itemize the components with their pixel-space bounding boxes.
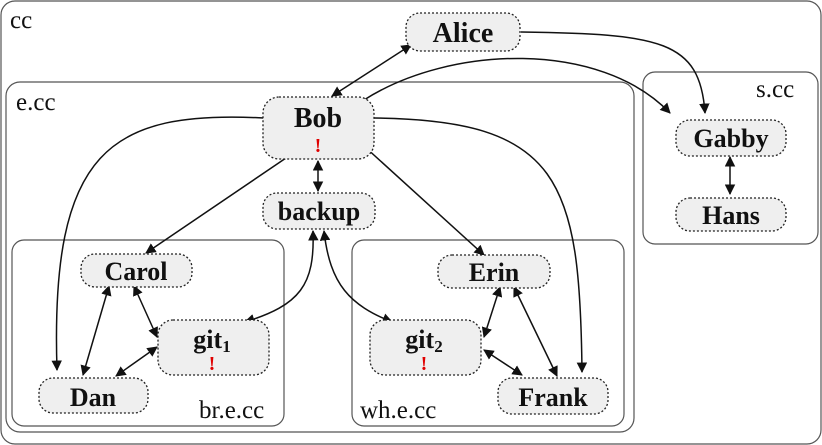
edge-bob-carol xyxy=(145,157,287,254)
zone-label-s-cc: s.cc xyxy=(756,76,794,103)
node-label-git2: git2 xyxy=(405,325,442,356)
node-label-git1-sub: 1 xyxy=(222,337,231,356)
node-label-frank: Frank xyxy=(518,383,588,412)
edge-alice-bob xyxy=(331,44,412,97)
node-label-dan: Dan xyxy=(70,383,117,412)
node-git2[interactable]: git2 ! xyxy=(369,319,482,376)
node-erin[interactable]: Erin xyxy=(437,254,551,289)
node-label-gabby: Gabby xyxy=(693,124,768,153)
zone-s-cc: s.cc xyxy=(642,71,819,245)
node-label-git2-sub: 2 xyxy=(434,337,443,356)
node-alice[interactable]: Alice xyxy=(405,12,521,52)
node-label-backup: backup xyxy=(278,197,360,226)
edge-bob-erin xyxy=(363,145,485,256)
node-backup[interactable]: backup xyxy=(262,192,376,230)
edge-bob-dan xyxy=(51,116,265,372)
edge-carol-git1 xyxy=(133,285,158,338)
zone-label-cc: cc xyxy=(10,7,32,34)
edge-bob-gabby xyxy=(363,57,671,114)
node-bob[interactable]: Bob ! xyxy=(262,96,375,160)
edges xyxy=(51,31,736,377)
node-frank[interactable]: Frank xyxy=(497,377,609,415)
node-label-erin: Erin xyxy=(469,258,520,287)
edge-bob-frank xyxy=(373,117,588,374)
node-label-hans: Hans xyxy=(702,201,760,230)
edge-backup-git2 xyxy=(319,229,393,324)
node-hans[interactable]: Hans xyxy=(675,197,787,232)
zone-br-e-cc: br.e.cc xyxy=(11,239,285,427)
node-gabby[interactable]: Gabby xyxy=(675,119,787,157)
zone-label-e-cc: e.cc xyxy=(16,89,56,116)
warning-mark-git1: ! xyxy=(209,353,216,375)
warning-mark-bob: ! xyxy=(315,135,322,157)
zone-wh-e-cc: wh.e.cc xyxy=(351,239,625,427)
node-label-carol: Carol xyxy=(104,257,167,286)
edge-dan-git1 xyxy=(115,346,158,377)
node-dan[interactable]: Dan xyxy=(38,377,149,414)
node-label-git2-main: git xyxy=(405,325,434,354)
warning-mark-git2: ! xyxy=(421,353,428,375)
node-git1[interactable]: git1 ! xyxy=(157,319,270,376)
edge-erin-git2 xyxy=(481,285,503,339)
zone-label-br-e-cc: br.e.cc xyxy=(199,397,264,424)
node-label-git1: git1 xyxy=(193,325,230,356)
edge-backup-git1 xyxy=(243,229,319,325)
edge-alice-gabby xyxy=(520,31,710,115)
node-carol[interactable]: Carol xyxy=(80,253,193,288)
edge-erin-frank xyxy=(513,286,558,377)
edge-carol-dan xyxy=(80,284,112,377)
node-label-alice: Alice xyxy=(433,18,494,49)
node-label-bob: Bob xyxy=(294,103,342,134)
node-label-git1-main: git xyxy=(193,325,222,354)
edge-git2-frank xyxy=(483,349,523,376)
zone-label-wh-e-cc: wh.e.cc xyxy=(360,397,436,424)
zone-e-cc: e.cc xyxy=(5,81,635,433)
